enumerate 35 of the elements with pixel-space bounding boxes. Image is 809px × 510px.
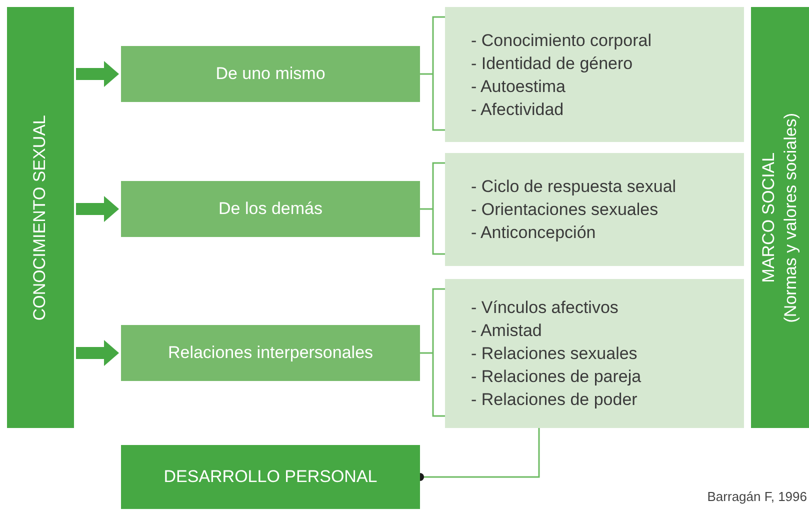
list-item: - Ciclo de respuesta sexual xyxy=(471,176,676,198)
box-label: De uno mismo xyxy=(216,62,326,85)
list-item: - Vínculos afectivos xyxy=(471,297,618,319)
list-item: - Conocimiento corporal xyxy=(471,30,652,52)
bar-label: MARCO SOCIAL xyxy=(758,152,779,283)
side-bar xyxy=(7,7,74,428)
block-arrow xyxy=(76,196,119,222)
block-arrow xyxy=(76,61,119,87)
bracket-connector xyxy=(419,162,446,255)
result-box xyxy=(121,445,420,509)
list-item: - Relaciones de pareja xyxy=(471,366,642,388)
list-item: - Identidad de género xyxy=(471,52,633,74)
list-item: - Amistad xyxy=(471,320,542,342)
list-box xyxy=(445,279,744,428)
list-item: - Afectividad xyxy=(471,98,564,120)
topic-box xyxy=(121,46,420,102)
list-item: - Relaciones de poder xyxy=(471,389,638,411)
box-label: DESARROLLO PERSONAL xyxy=(164,466,378,488)
box-label: De los demás xyxy=(218,198,322,220)
topic-box xyxy=(121,181,420,237)
bracket-connector xyxy=(419,16,446,131)
list-item: - Orientaciones sexuales xyxy=(471,199,658,221)
box-label: Relaciones interpersonales xyxy=(168,342,374,364)
side-bar xyxy=(751,7,809,428)
bar-label: (Normas y valores sociales) xyxy=(780,112,801,322)
bracket-connector xyxy=(419,288,446,417)
block-arrow xyxy=(76,340,119,366)
list-box xyxy=(445,7,744,142)
list-box xyxy=(445,153,744,266)
list-item: - Relaciones sexuales xyxy=(471,343,638,365)
topic-box xyxy=(121,325,420,381)
list-item: - Autoestima xyxy=(471,76,566,98)
list-item: - Anticoncepción xyxy=(471,222,596,244)
source-credit: Barragán F, 1996 xyxy=(707,489,807,504)
bar-label: CONOCIMIENTO SEXUAL xyxy=(29,114,50,320)
